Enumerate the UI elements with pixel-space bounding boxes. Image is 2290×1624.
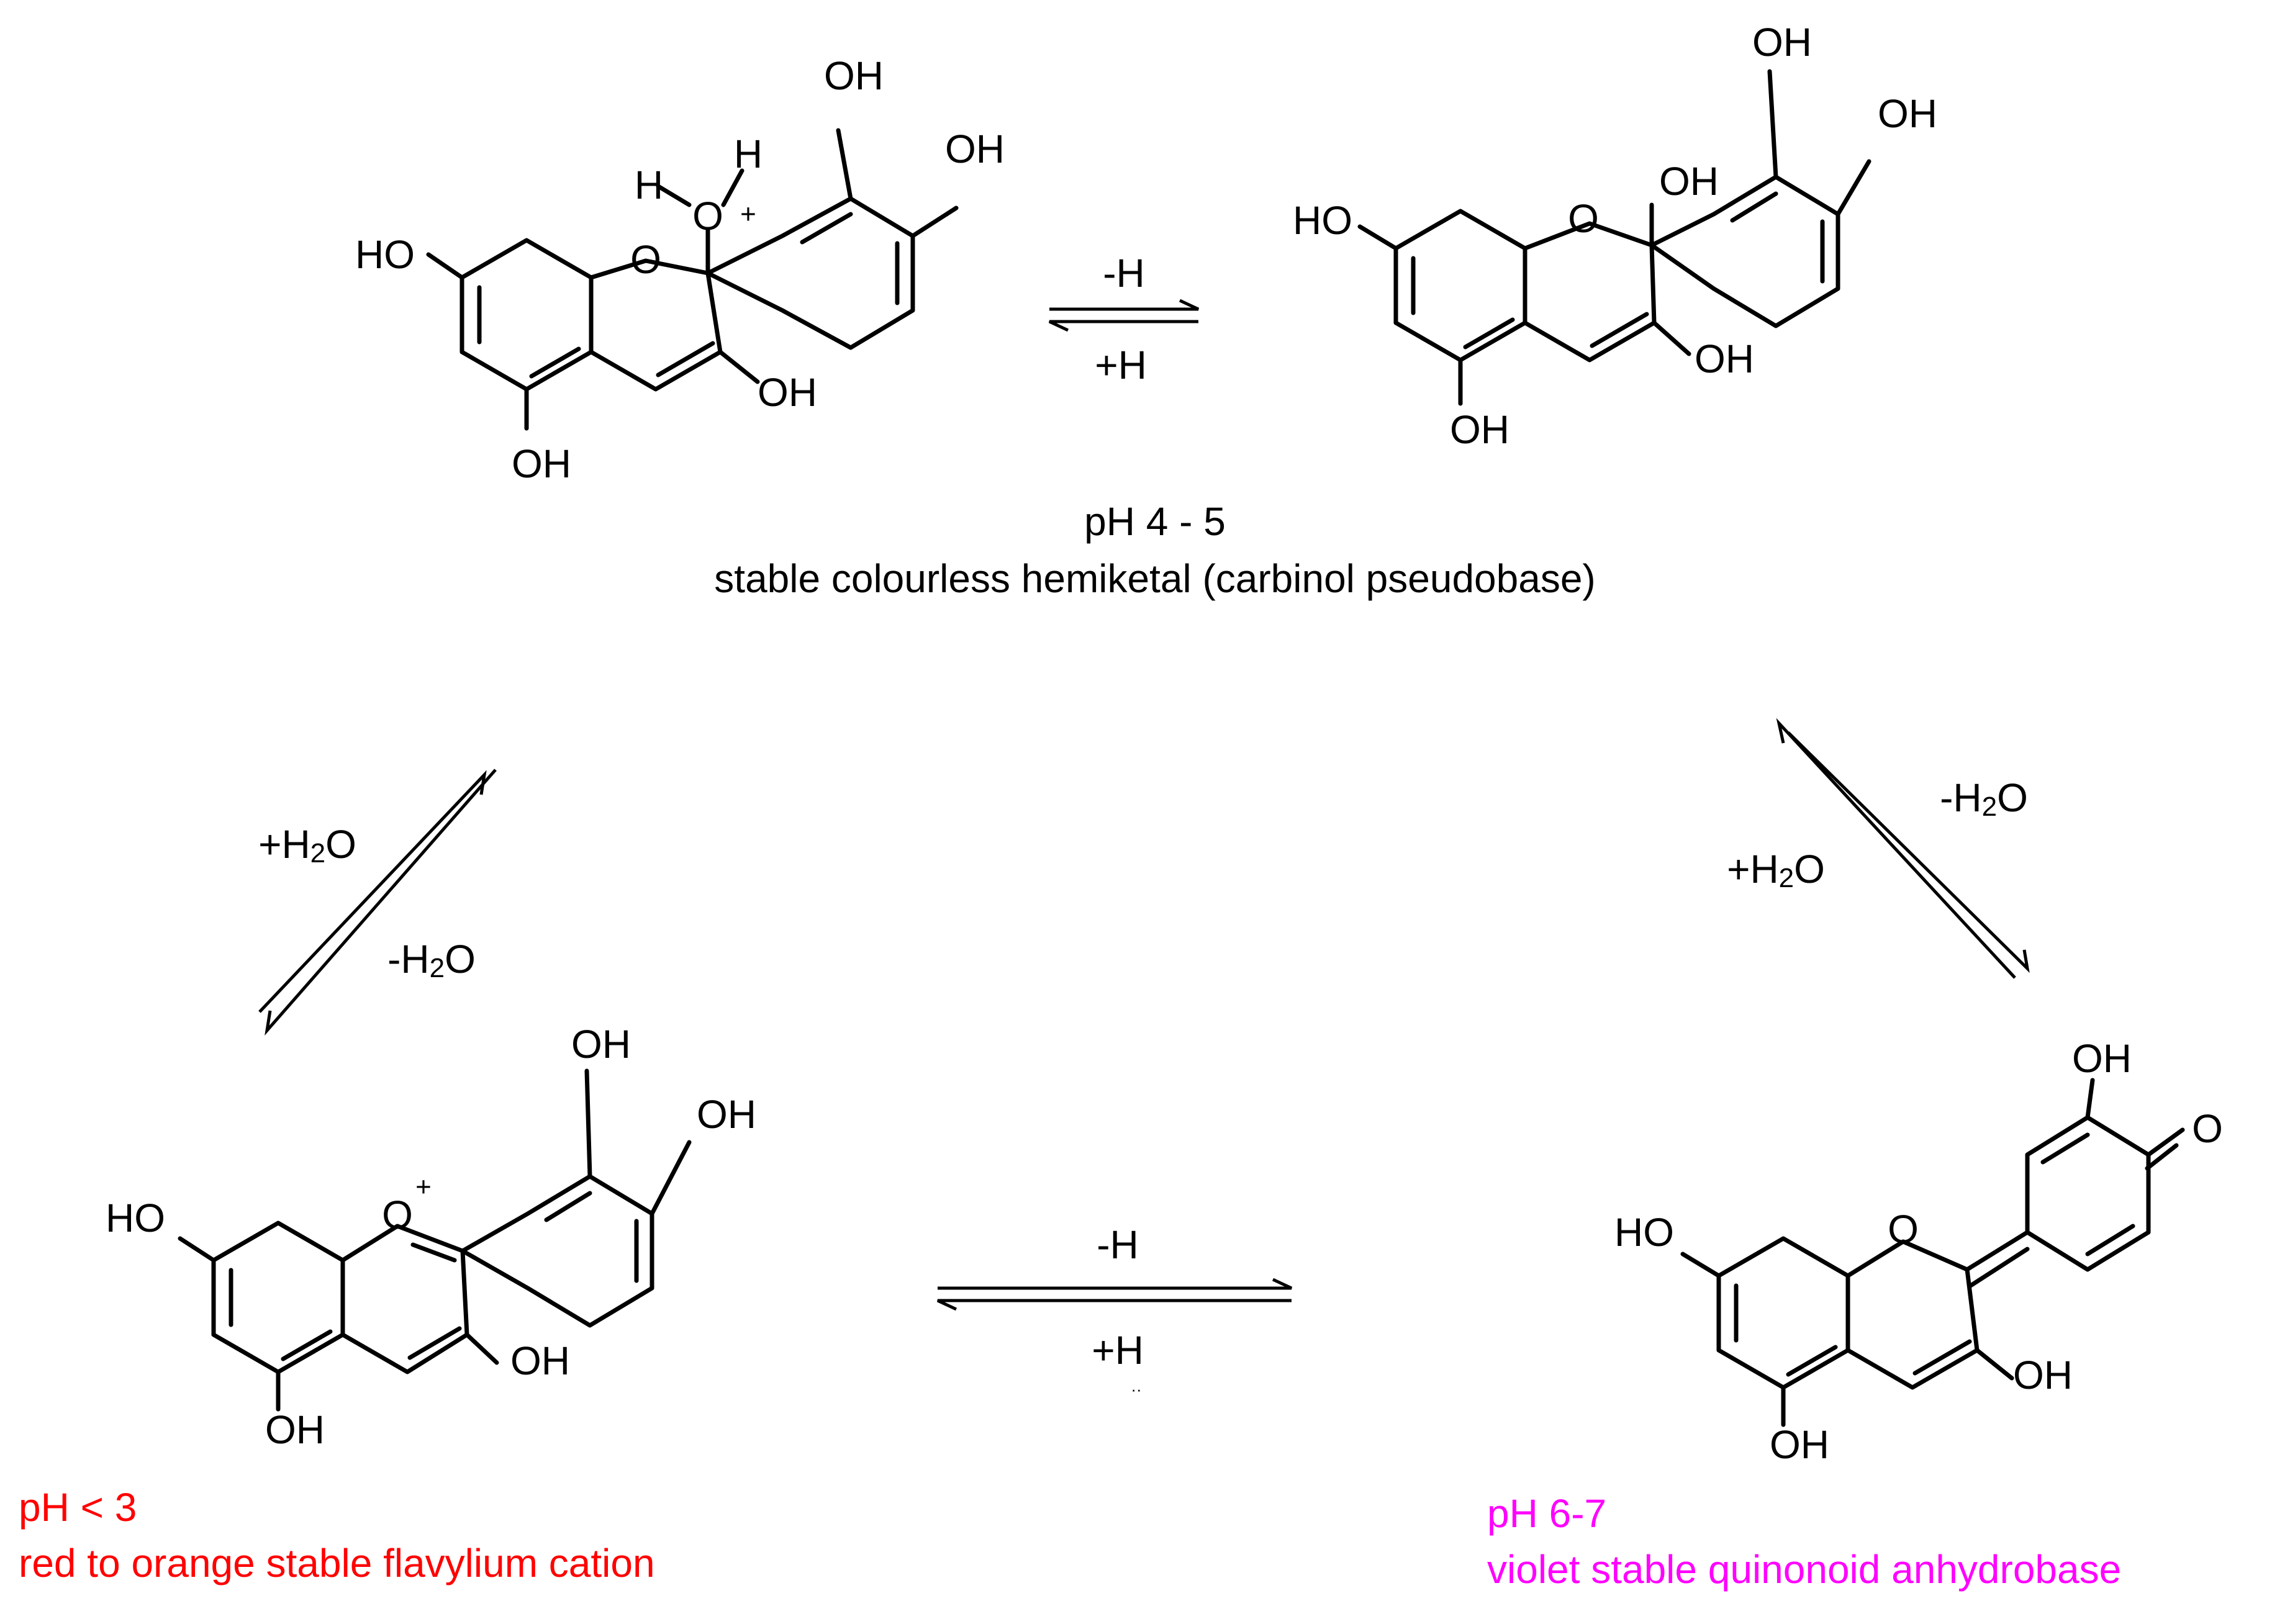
atom-label: O <box>382 1193 413 1237</box>
molecule-hemiketal <box>1357 69 1871 406</box>
molecule-quinonoid-anhydrobase <box>1680 1078 2185 1427</box>
charge-plus: + <box>740 199 756 230</box>
charge-plus: + <box>415 1172 432 1202</box>
atom-label: OH <box>512 441 571 486</box>
condition-dehydration: -H2O <box>1940 775 2028 822</box>
molecule-1-labels: OH OH H H O + O HO OH OH <box>355 53 1005 486</box>
condition-protonation: +H <box>1092 1328 1144 1373</box>
atom-label: H <box>635 163 663 207</box>
condition-dehydration: -H2O <box>387 937 476 983</box>
condition-deprotonation: -H <box>1103 251 1145 295</box>
caption-flavylium: pH < 3 red to orange stable flavylium ca… <box>19 1485 655 1586</box>
atom-label: OH <box>758 370 817 415</box>
atom-label: OH <box>1752 20 1812 65</box>
molecule-4-labels: OH O O HO OH OH <box>1614 1036 2223 1467</box>
caption-hemiketal: pH 4 - 5 stable colourless hemiketal (ca… <box>714 499 1595 601</box>
condition-hydration: +H2O <box>1727 847 1825 893</box>
condition-mark: ·· <box>1131 1380 1141 1399</box>
atom-label: OH <box>1695 336 1754 381</box>
atom-label: O <box>1888 1207 1919 1252</box>
atom-label: O <box>692 194 723 238</box>
caption-description: violet stable quinonoid anhydrobase <box>1487 1547 2121 1592</box>
caption-ph: pH 6-7 <box>1487 1491 1606 1536</box>
equilibrium-arrow-right: -H2O +H2O <box>1727 718 2030 979</box>
atom-label: OH <box>2072 1036 2132 1081</box>
caption-description: stable colourless hemiketal (carbinol ps… <box>714 556 1595 601</box>
equilibrium-arrow-top: -H +H <box>1048 251 1200 387</box>
molecule-2-labels: OH OH OH O HO OH OH <box>1293 20 1937 452</box>
equilibrium-arrow-bottom: -H +H ·· <box>936 1222 1293 1399</box>
atom-label: HO <box>106 1196 165 1240</box>
atom-label: H <box>734 132 763 176</box>
atom-label: O <box>630 237 661 282</box>
molecule-protonated-hemiketal <box>426 128 959 431</box>
atom-label: OH <box>1450 407 1509 452</box>
atom-label: OH <box>265 1407 325 1452</box>
atom-label: O <box>1568 196 1599 241</box>
atom-label: OH <box>1659 159 1719 204</box>
atom-label: OH <box>1770 1422 1829 1467</box>
condition-hydration: +H2O <box>258 822 356 868</box>
caption-description: red to orange stable flavylium cation <box>19 1541 655 1586</box>
condition-protonation: +H <box>1095 343 1147 387</box>
condition-deprotonation: -H <box>1097 1222 1139 1267</box>
atom-label: OH <box>697 1092 756 1137</box>
atom-label: HO <box>1293 198 1352 243</box>
atom-label: HO <box>1614 1210 1674 1255</box>
molecule-3-labels: OH OH O + HO OH OH <box>106 1022 756 1452</box>
caption-ph: pH 4 - 5 <box>1084 499 1226 544</box>
atom-label: OH <box>824 53 884 98</box>
atom-label: HO <box>355 232 415 277</box>
molecule-flavylium-cation <box>178 1068 692 1412</box>
caption-ph: pH < 3 <box>19 1485 137 1530</box>
atom-label: OH <box>1878 91 1937 136</box>
atom-label: OH <box>945 127 1005 171</box>
atom-label: OH <box>571 1022 631 1067</box>
equilibrium-arrow-left: +H2O -H2O <box>258 769 497 1036</box>
atom-label: O <box>2192 1106 2223 1151</box>
atom-label: OH <box>2013 1353 2073 1397</box>
atom-label: OH <box>510 1338 570 1383</box>
caption-quinonoid: pH 6-7 violet stable quinonoid anhydroba… <box>1487 1491 2121 1592</box>
